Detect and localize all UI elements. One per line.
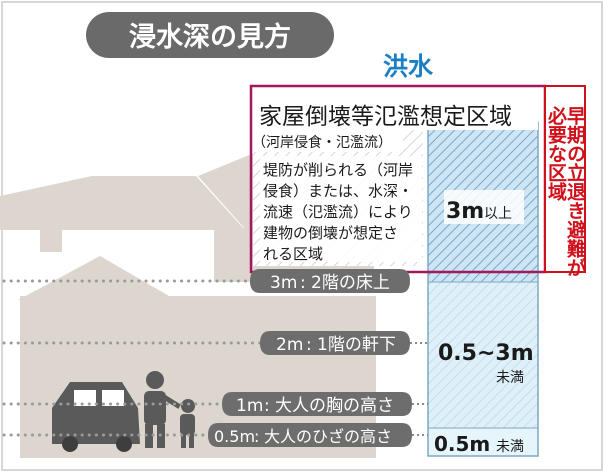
collapse-zone-desc-line-3: 流速（氾濫流）により (263, 203, 413, 221)
depth-band-qualifier-mid: 未満 (496, 370, 524, 386)
depth-band-qualifier-3m: 以上 (484, 206, 512, 222)
collapse-zone-desc-line-2: 侵食）または、水深・ (263, 182, 413, 200)
depth-band-qualifier-low: 未満 (496, 439, 524, 455)
depth-band-value-3m: 3m (446, 199, 484, 224)
depth-marker-3m-separator: : (300, 273, 306, 293)
depth-marker-1m-depth: 1m (236, 396, 263, 416)
title-pill: 浸水深の見方 (86, 12, 334, 58)
collapse-zone-title: 家屋倒壊等氾濫想定区域 (259, 104, 512, 130)
depth-marker-1m-label: 大人の胸の高さ (275, 396, 394, 416)
depth-label-bg-3m (444, 190, 524, 224)
collapse-zone-desc-line-1: 堤防が削られる（河岸 (263, 161, 413, 179)
category-label: 洪水 (383, 52, 434, 81)
marker-connectors (410, 342, 428, 436)
house-upper-roof (0, 176, 245, 230)
depth-marker-0-5m-separator: : (254, 427, 259, 446)
evacuation-label-line-1: 早期の立退き避難が (564, 106, 586, 277)
page-title: 浸水深の見方 (129, 21, 291, 53)
reference-lines (2, 279, 264, 437)
depth-band-mid-hatch (428, 282, 538, 428)
child-leg-left (181, 434, 186, 448)
depth-marker-1m-separator: : (264, 396, 270, 416)
depth-marker-0-5m-label: 大人のひざの高さ (264, 427, 392, 446)
child-head (181, 399, 195, 413)
car-illustration (52, 382, 140, 452)
car-window-left (74, 390, 96, 406)
depth-marker-3m-bg (250, 269, 410, 293)
depth-marker-2m-depth: 2m (276, 335, 303, 355)
depth-marker-1m-bg (222, 392, 412, 416)
car-wheel-rear (116, 436, 132, 452)
depth-marker-0-5m-depth: 0.5m (214, 427, 255, 446)
adult-head (146, 371, 164, 389)
depth-marker-3m-depth: 3m (270, 273, 297, 293)
depth-marker-2m: 2m : 1階の軒下 (260, 331, 410, 355)
car-window-right (102, 390, 124, 406)
car-wheel-front (62, 436, 78, 452)
depth-marker-3m-label: 2階の床上 (311, 273, 390, 293)
collapse-zone-subtitle: （河岸侵食・氾濫流） (252, 134, 392, 151)
adult-body (144, 391, 166, 425)
depth-marker-2m-label: 1階の軒下 (317, 335, 396, 355)
depth-marker-0-5m-bg (208, 423, 412, 447)
collapse-zone-body-bg (260, 156, 422, 262)
depth-marker-3m: 3m : 2階の床上 (250, 269, 410, 293)
adult-arm (161, 394, 181, 409)
depth-marker-2m-separator: : (306, 335, 312, 355)
collapse-zone-desc-line-4: 建物の倒壊が想定さ (263, 224, 398, 242)
house-porch-roof (18, 256, 176, 300)
title-pill-bg (86, 12, 334, 58)
depth-marker-2m-bg (260, 331, 410, 355)
adult-leg-left (145, 424, 153, 448)
evacuation-label-line-2: 必要な区域 (545, 105, 568, 201)
depth-scale: 3m 以上 0.5~3m 未満 0.5m 未満 (427, 121, 539, 457)
collapse-zone-subtitle-bg (253, 130, 403, 152)
depth-band-low-bg (428, 428, 538, 456)
collapse-zone-panel: 家屋倒壊等氾濫想定区域 （河岸侵食・氾濫流） 堤防が削られる（河岸 侵食）または… (252, 96, 538, 266)
depth-band-value-low: 0.5m (434, 432, 490, 456)
depth-marker-1m: 1m : 大人の胸の高さ (222, 392, 412, 416)
evacuation-zone: 早期の立退き避難が 必要な区域 (249, 84, 586, 277)
collapse-zone-title-bg (253, 96, 538, 130)
evacuation-label-box (544, 85, 586, 273)
collapse-zone-desc-line-5: れる区域 (263, 245, 323, 263)
depth-marker-0-5m: 0.5m : 大人のひざの高さ (208, 423, 412, 447)
child-leg-right (189, 434, 194, 448)
child-body (180, 414, 195, 435)
depth-band-value-mid: 0.5~3m (438, 341, 534, 366)
